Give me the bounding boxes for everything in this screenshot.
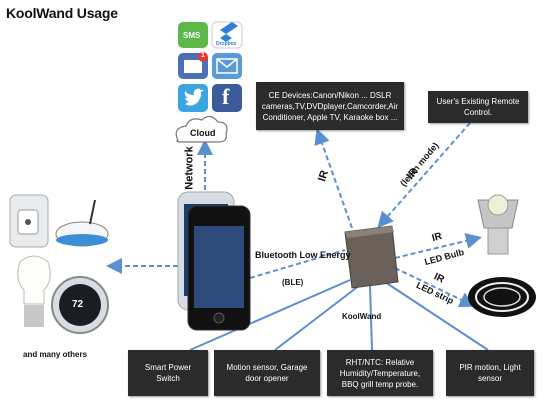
smart-power-line1: Smart Power bbox=[144, 363, 192, 372]
link-pir-motion bbox=[384, 281, 489, 351]
router-hub bbox=[55, 199, 109, 247]
ble-link-line bbox=[249, 249, 346, 279]
ir-bulb-line bbox=[394, 233, 482, 259]
app-icons-grid bbox=[178, 21, 243, 112]
pir-motion-line2: sensor bbox=[477, 374, 502, 383]
notification-badge-count: 1 bbox=[201, 52, 205, 59]
link-motion-sensor bbox=[274, 284, 361, 351]
remote-box-line1: User's Existing Remote bbox=[436, 97, 520, 106]
sms-icon bbox=[178, 22, 208, 48]
link-rht-ntc bbox=[369, 284, 373, 351]
ce-box-line3: Conditioner, Apple TV, Karaoke box ... bbox=[262, 112, 398, 122]
rht-ntc-line3: BBQ grill temp probe. bbox=[341, 379, 419, 389]
facebook-icon bbox=[212, 84, 242, 112]
hue-bulb bbox=[17, 255, 51, 327]
smart-power-switch-box: Smart Power Switch bbox=[128, 350, 208, 396]
network-label: Network bbox=[183, 146, 196, 190]
page-title: KoolWand Usage bbox=[6, 5, 118, 21]
ce-box-line2: cameras,TV,DVDplayer,Camcorder,Air bbox=[261, 101, 399, 111]
motion-sensor-line2: door opener bbox=[245, 374, 289, 383]
smart-power-line2: Switch bbox=[156, 374, 180, 383]
led-bulb bbox=[477, 194, 519, 255]
smart-plug bbox=[9, 194, 49, 248]
cloud-label: Cloud bbox=[190, 128, 216, 138]
rht-ntc-box: RHT/NTC: Relative Humidity/Temperature, … bbox=[327, 350, 433, 396]
koolwand-label: KoolWand bbox=[342, 312, 382, 321]
notification-badge bbox=[198, 52, 208, 62]
ce-box-line1: CE Devices:Canon/Nikon ... DSLR bbox=[268, 90, 392, 100]
cloud-icon bbox=[175, 115, 228, 143]
remote-control-box: User's Existing Remote Control. bbox=[428, 91, 528, 123]
sms-icon-label: SMS bbox=[183, 31, 201, 40]
ble-label: Bluetooth Low Energy bbox=[255, 250, 351, 260]
smartphones bbox=[177, 191, 251, 331]
many-others-label: and many others bbox=[23, 350, 88, 359]
remote-box-line2: Control. bbox=[463, 108, 492, 117]
rht-ntc-line2: Humidity/Temperature, bbox=[339, 368, 421, 378]
pir-motion-box: PIR motion, Light sensor bbox=[446, 350, 534, 396]
led-strip bbox=[468, 277, 536, 317]
motion-sensor-line1: Motion sensor, Garage bbox=[226, 363, 308, 372]
thermostat-reading: 72 bbox=[72, 299, 84, 310]
pir-motion-line1: PIR motion, Light bbox=[459, 363, 521, 372]
ir-strip-line bbox=[394, 267, 476, 308]
dropbox-icon-label: Dropbox bbox=[216, 41, 237, 47]
facebook-glyph: f bbox=[222, 84, 230, 109]
koolwand-device bbox=[344, 225, 399, 289]
rht-ntc-line1: RHT/NTC: Relative bbox=[345, 357, 415, 367]
ble-abbrev-label: (BLE) bbox=[282, 278, 304, 287]
ir-remote-line bbox=[377, 122, 471, 228]
nest-thermostat bbox=[51, 276, 109, 334]
link-smart-power bbox=[189, 279, 351, 351]
ir-ce-line bbox=[314, 128, 353, 229]
motion-sensor-box: Motion sensor, Garage door opener bbox=[214, 350, 320, 396]
ce-devices-box: CE Devices:Canon/Nikon ... DSLR cameras,… bbox=[256, 82, 404, 130]
